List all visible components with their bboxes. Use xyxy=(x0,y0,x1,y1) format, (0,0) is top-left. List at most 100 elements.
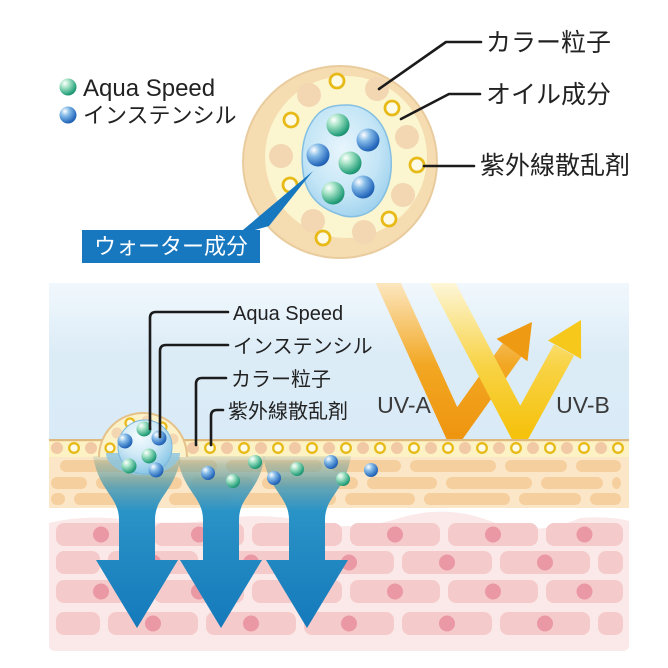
uv-scattering-label: 紫外線散乱剤 xyxy=(228,400,348,423)
uv-scatter-ring xyxy=(578,442,590,454)
cell-nucleus xyxy=(576,526,593,543)
aqua-speed-sphere xyxy=(326,113,350,137)
penetration-arrow xyxy=(263,456,351,628)
uv-scatter-ring xyxy=(408,156,426,174)
color-particle-dot xyxy=(289,442,301,454)
skin-cell xyxy=(56,612,100,635)
color-particle-dot xyxy=(365,77,389,101)
aqua-speed-sphere xyxy=(121,458,137,474)
color-particles-label: カラー粒子 xyxy=(231,368,331,391)
skin-surface-line xyxy=(49,439,629,442)
cell-nucleus xyxy=(93,583,109,600)
aqua-speed-sphere xyxy=(290,462,304,476)
aqua-speed-sphere xyxy=(226,474,240,488)
uv-scattering-label: 紫外線散乱剤 xyxy=(480,152,630,180)
corneum-cell xyxy=(51,477,87,489)
color-particle-dot xyxy=(425,442,437,454)
aqua-speed-label: Aqua Speed xyxy=(233,303,343,325)
uv-scatter-ring xyxy=(272,442,284,454)
aqua-speed-sphere xyxy=(336,472,350,486)
instencil-sphere xyxy=(151,430,167,446)
cell-nucleus xyxy=(387,583,403,600)
legend-instencil-label: インステンシル xyxy=(83,103,237,128)
aqua-speed-sphere xyxy=(321,181,345,205)
color-particle-connector-line xyxy=(377,40,483,91)
corneum-cell xyxy=(576,460,621,472)
corneum-cell xyxy=(612,477,621,489)
cell-nucleus xyxy=(145,615,161,632)
aqua-speed-connector-line xyxy=(148,310,230,431)
uv-b-arrowhead-icon xyxy=(547,320,582,359)
skin-cross-section: Aqua Speed インステンシル カラー粒子 紫外線散乱剤 UV-A UV-… xyxy=(49,283,629,651)
color-particle-dot xyxy=(561,442,573,454)
corneum-cell xyxy=(446,477,532,489)
uv-scatter-ring xyxy=(383,99,401,117)
instencil-sphere xyxy=(356,128,380,152)
cell-nucleus xyxy=(341,615,357,632)
aqua-speed-sphere xyxy=(338,151,362,175)
color-particles-label: カラー粒子 xyxy=(486,29,611,57)
cell-nucleus xyxy=(576,583,593,600)
color-particle-dot xyxy=(269,144,293,168)
capsule-labels: カラー粒子 オイル成分 紫外線散乱剤 xyxy=(377,29,630,180)
callout-pointer-icon xyxy=(237,171,313,235)
color-particle-dot xyxy=(221,442,233,454)
instencil-sphere xyxy=(148,462,164,478)
penetration-arrows xyxy=(93,456,351,628)
cell-nucleus xyxy=(387,526,403,543)
oil-component-connector-line xyxy=(399,92,482,121)
corneum-cell xyxy=(519,493,581,505)
corneum-cell xyxy=(345,493,415,505)
color-particle-dot xyxy=(493,442,505,454)
cell-nucleus xyxy=(439,554,455,571)
skin-cell xyxy=(598,551,623,574)
aqua-speed-dot-icon xyxy=(59,78,77,96)
uv-scatter-ring xyxy=(442,442,454,454)
uv-scatter-ring xyxy=(408,442,420,454)
uv-a-arrowhead-icon xyxy=(496,322,532,362)
uv-scatter-ring xyxy=(328,72,346,90)
cell-nucleus xyxy=(537,615,553,632)
uv-rays xyxy=(375,283,582,439)
corneum-cell xyxy=(51,493,65,505)
cell-nucleus xyxy=(341,554,357,571)
cell-nucleus xyxy=(243,615,259,632)
uv-a-label: UV-A xyxy=(377,392,431,418)
instencil-sphere xyxy=(306,143,330,167)
corneum-cell xyxy=(367,477,437,489)
callout-box xyxy=(82,230,260,263)
cell-nucleus xyxy=(439,615,455,632)
capsule-diagram: ウォーター成分 Aqua Speed インステンシル カラー粒子 オイル成分 紫… xyxy=(59,29,630,263)
cell-nucleus xyxy=(485,526,501,543)
color-particle-dot xyxy=(395,125,419,149)
aqua-speed-sphere xyxy=(248,455,262,469)
color-particle-dot xyxy=(301,209,325,233)
water-component-label: ウォーター成分 xyxy=(94,234,248,259)
color-particle-dot xyxy=(255,442,267,454)
uv-scatter-ring xyxy=(374,442,386,454)
oil-component-label: オイル成分 xyxy=(486,81,611,109)
penetration-arrow xyxy=(177,456,265,628)
corneum-cell xyxy=(541,477,603,489)
instencil-sphere xyxy=(364,463,378,477)
instencil-label: インステンシル xyxy=(233,336,373,358)
color-particle-dot xyxy=(459,442,471,454)
corneum-cell xyxy=(424,493,510,505)
uv-scatter-ring xyxy=(510,442,522,454)
color-particle-connector-line xyxy=(194,376,228,447)
legend: Aqua Speed インステンシル xyxy=(59,75,237,128)
uv-scatter-ring xyxy=(340,442,352,454)
instencil-sphere xyxy=(201,466,215,480)
uv-scatter-ring xyxy=(476,442,488,454)
instencil-dot-icon xyxy=(59,106,77,124)
color-particle-dot xyxy=(51,442,63,454)
instencil-sphere xyxy=(267,471,281,485)
color-particle-dot xyxy=(595,442,607,454)
skin-cell xyxy=(56,551,100,574)
uv-scatter-ring xyxy=(306,442,318,454)
color-particle-dot xyxy=(357,442,369,454)
uv-b-label: UV-B xyxy=(556,392,610,418)
instencil-sphere xyxy=(117,433,133,449)
